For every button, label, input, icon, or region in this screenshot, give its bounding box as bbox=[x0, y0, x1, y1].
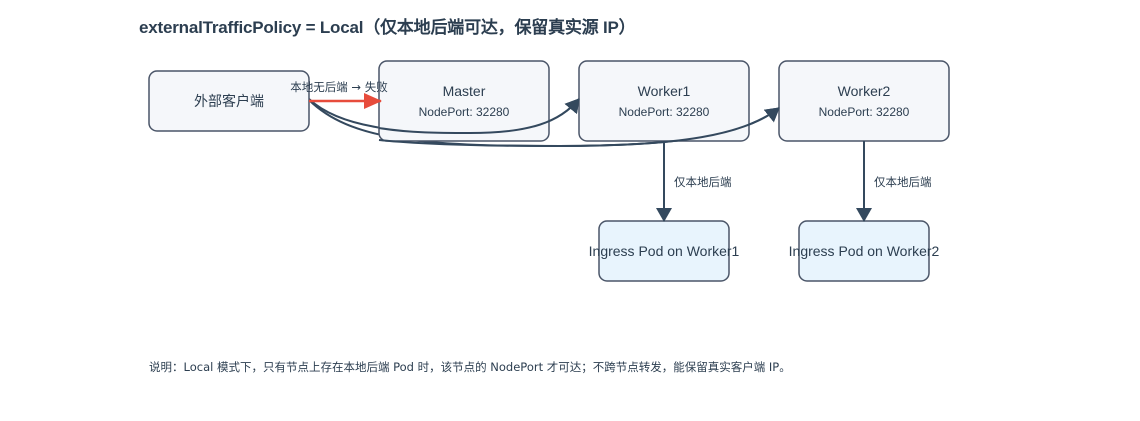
edge-client-worker1-overlay bbox=[378, 98, 580, 135]
edge-client-worker2-overlay bbox=[378, 107, 780, 148]
edge-worker1-pod1-label: 仅本地后端 bbox=[674, 175, 732, 189]
node-pod2-label: Ingress Pod on Worker2 bbox=[789, 243, 940, 259]
diagram-title: externalTrafficPolicy = Local（仅本地后端可达，保留… bbox=[139, 18, 636, 37]
node-pod1-label: Ingress Pod on Worker1 bbox=[589, 243, 740, 259]
node-ingress-pod-worker1[interactable]: Ingress Pod on Worker1 bbox=[589, 220, 740, 282]
node-client[interactable]: 外部客户端 bbox=[148, 70, 310, 132]
node-client-label: 外部客户端 bbox=[194, 93, 264, 109]
node-worker1-label: Worker1 bbox=[638, 83, 691, 99]
node-worker1[interactable]: Worker1 NodePort: 32280 bbox=[578, 60, 750, 142]
node-worker2-nodeport: NodePort: 32280 bbox=[819, 105, 910, 119]
node-master-label: Master bbox=[443, 83, 486, 99]
node-ingress-pod-worker2[interactable]: Ingress Pod on Worker2 bbox=[789, 220, 940, 282]
node-worker2[interactable]: Worker2 NodePort: 32280 bbox=[778, 60, 950, 142]
node-master[interactable]: Master NodePort: 32280 bbox=[378, 60, 550, 142]
edge-worker2-pod2-label: 仅本地后端 bbox=[874, 175, 932, 189]
edge-client-master-label: 本地无后端 → 失败 bbox=[290, 80, 388, 94]
node-master-nodeport: NodePort: 32280 bbox=[419, 105, 510, 119]
node-worker2-label: Worker2 bbox=[838, 83, 891, 99]
node-worker1-nodeport: NodePort: 32280 bbox=[619, 105, 710, 119]
explanation-note: 说明：Local 模式下，只有节点上存在本地后端 Pod 时，该节点的 Node… bbox=[149, 360, 791, 374]
